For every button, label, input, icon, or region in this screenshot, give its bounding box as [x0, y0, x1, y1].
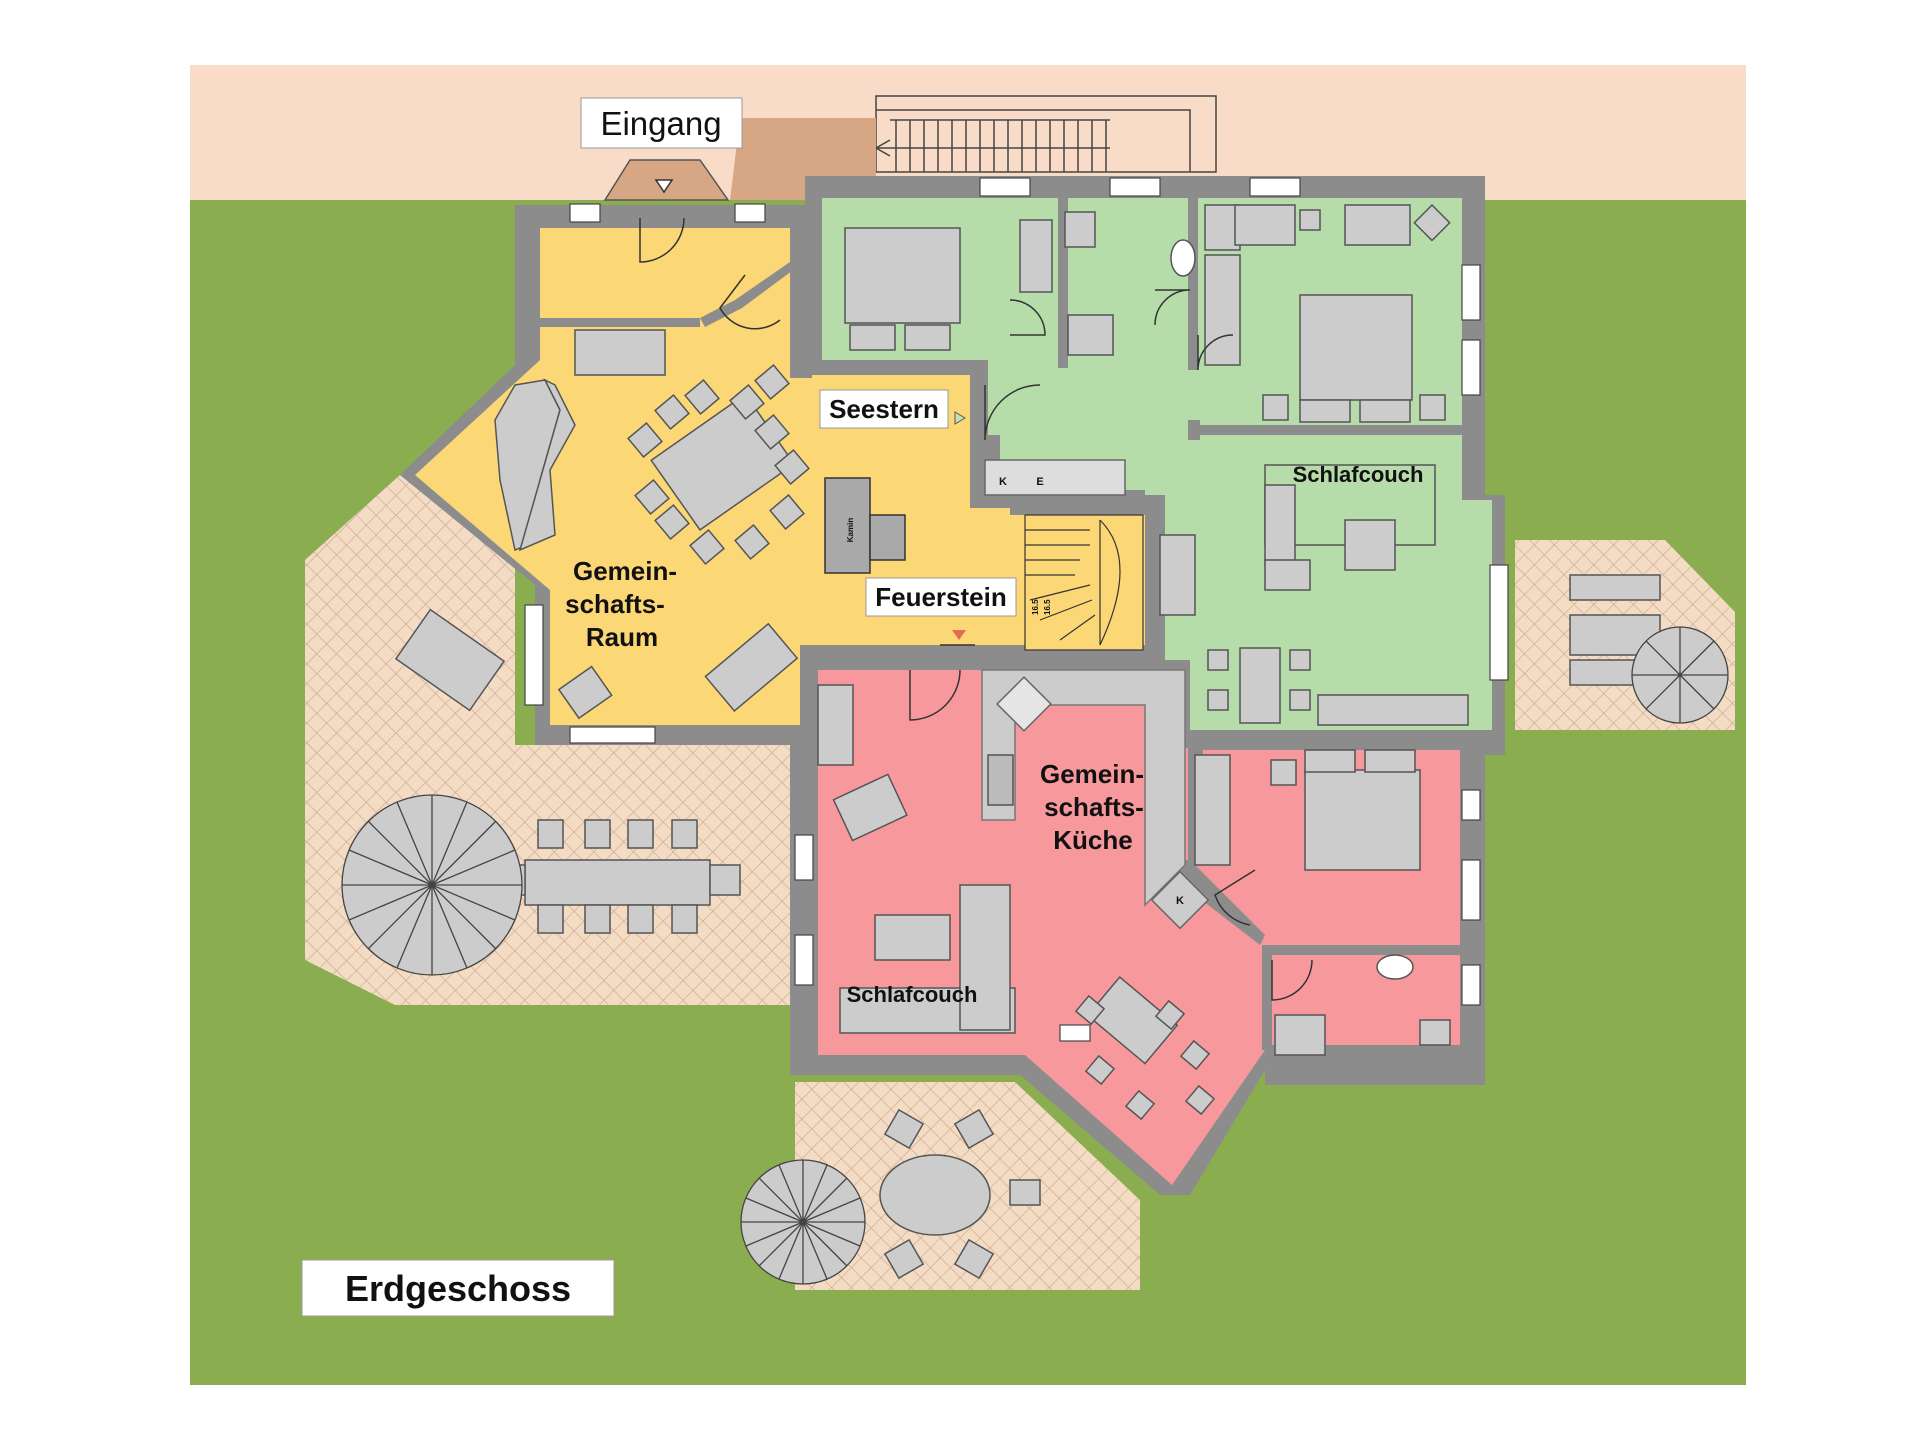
door-arrow-icon: [952, 630, 966, 640]
title-box: [301, 1259, 615, 1317]
furniture: [844, 203, 1469, 726]
doors: [639, 217, 1313, 1001]
wall: [812, 360, 982, 370]
fridge-icon: [1150, 870, 1210, 930]
sofa-bed-green-label: Schlafcouch: [1293, 462, 1424, 487]
wall: [1058, 198, 1068, 368]
door-arrow-icon: [954, 411, 966, 425]
entrance-label: Eingang: [600, 105, 721, 142]
kitchenette-letter-e: E: [1036, 476, 1043, 488]
wall: [790, 228, 812, 378]
terrace-spiral-stair-icon: [740, 1159, 866, 1285]
common-room-label-line3: Raum: [586, 622, 658, 652]
room-seestern-label: Seestern: [829, 394, 939, 424]
common-kitchen-label-line3: Küche: [1053, 825, 1132, 855]
wall: [1262, 950, 1272, 1050]
kitchen-letter-k: K: [1176, 895, 1184, 907]
furniture: [879, 1108, 1041, 1280]
entrance-label-box: [580, 97, 743, 149]
common-room-label-line1: Gemein-: [573, 556, 677, 586]
common-kitchen-label-line2: schafts-: [1044, 792, 1144, 822]
terrace-spiral-stair-icon: [341, 794, 523, 976]
common-room-label-line2: schafts-: [565, 589, 665, 619]
floor-title: Erdgeschoss: [345, 1268, 571, 1309]
wall: [1188, 420, 1200, 440]
sofa-bed-red-label: Schlafcouch: [847, 982, 978, 1007]
common-kitchen-label-line1: Gemein-: [1040, 759, 1144, 789]
wall: [1188, 198, 1198, 370]
kitchen-range-icon: [996, 676, 1052, 732]
stair-note-a: 16.5: [1031, 599, 1040, 615]
kitchen-counter: [981, 669, 1186, 907]
zone-red-wing: [818, 670, 1460, 1185]
fireplace-label: Kamin: [846, 518, 855, 543]
wall: [1262, 945, 1460, 955]
kitchenette-letter-k: K: [999, 476, 1007, 488]
windows: [524, 177, 1509, 1042]
furniture: [817, 684, 1451, 1121]
seestern-label-box: [819, 389, 949, 429]
wall: [540, 318, 700, 327]
room-feuerstein-label: Feuerstein: [875, 582, 1007, 612]
fireplace-hearth: [869, 514, 906, 561]
sink-icon: [987, 754, 1014, 806]
furniture: [394, 608, 741, 934]
wall: [800, 655, 1145, 667]
wall: [700, 262, 800, 327]
wall: [970, 360, 988, 500]
furniture: [494, 329, 810, 720]
fireplace: [824, 477, 871, 574]
wall: [1190, 740, 1460, 750]
feuerstein-label-box: [865, 577, 1017, 617]
terrace-spiral-stair-icon: [1631, 626, 1729, 724]
hall-staircase-icon: [1024, 514, 1144, 651]
stair-note-b: 16.5: [1043, 599, 1052, 615]
green-kitchenette: [984, 459, 1126, 496]
entrance-arrow-icon: [654, 179, 674, 194]
wall: [1198, 425, 1462, 435]
